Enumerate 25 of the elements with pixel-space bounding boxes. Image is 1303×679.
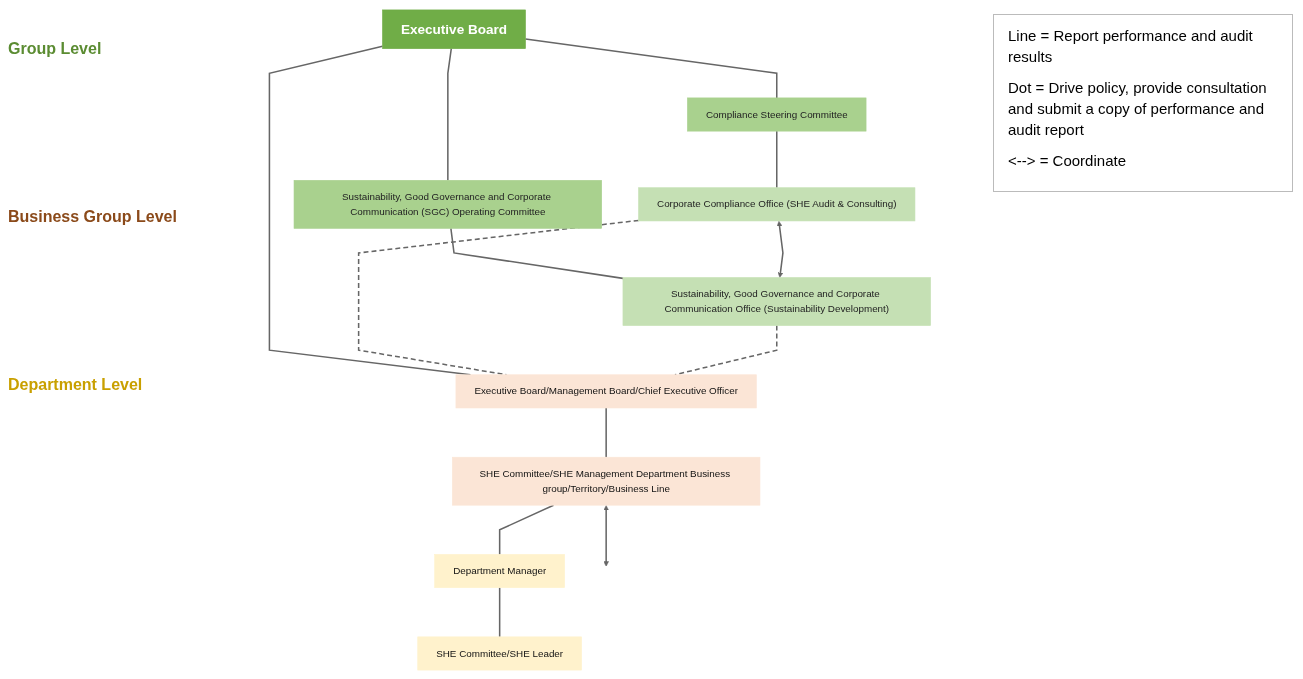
node-box: Sustainability, Good Governance and Corporate Communication Office (Sustainability Development): [622, 277, 931, 326]
connector: [450, 227, 624, 280]
node-box: Department Manager: [434, 554, 565, 588]
legend-text: Line = Report performance and audit results: [1008, 26, 1254, 67]
connector: [776, 130, 778, 189]
node-box: SHE Committee/SHE Management Department Business group/Territory/Business Line: [452, 456, 761, 506]
legend-text: Dot = Drive policy, provide consultation and submit a copy of performance and audit report: [1008, 78, 1268, 140]
connector: [605, 407, 607, 458]
legend-text: <--> = Coordinate: [1008, 151, 1127, 171]
node-box: Executive Board: [382, 9, 526, 49]
level-label: Business Group Level: [8, 208, 178, 226]
arrow: [776, 220, 784, 278]
connector: [498, 504, 555, 556]
connector: [498, 586, 501, 638]
node-box: Corporate Compliance Office (SHE Audit & Consulting): [638, 187, 916, 222]
arrow: [603, 505, 609, 567]
connector: [524, 38, 778, 99]
node-box: Compliance Steering Committee: [687, 97, 867, 132]
level-label: Group Level: [8, 40, 103, 58]
node-box: Executive Board/Management Board/Chief Executive Officer: [455, 374, 757, 409]
connector: [447, 47, 453, 182]
node-box: SHE Committee/SHE Leader: [417, 636, 582, 671]
connector: [357, 219, 640, 376]
node-box: Sustainability, Good Governance and Corporate Communication (SGC) Operating Committee: [293, 180, 602, 229]
level-label: Department Level: [8, 376, 144, 394]
